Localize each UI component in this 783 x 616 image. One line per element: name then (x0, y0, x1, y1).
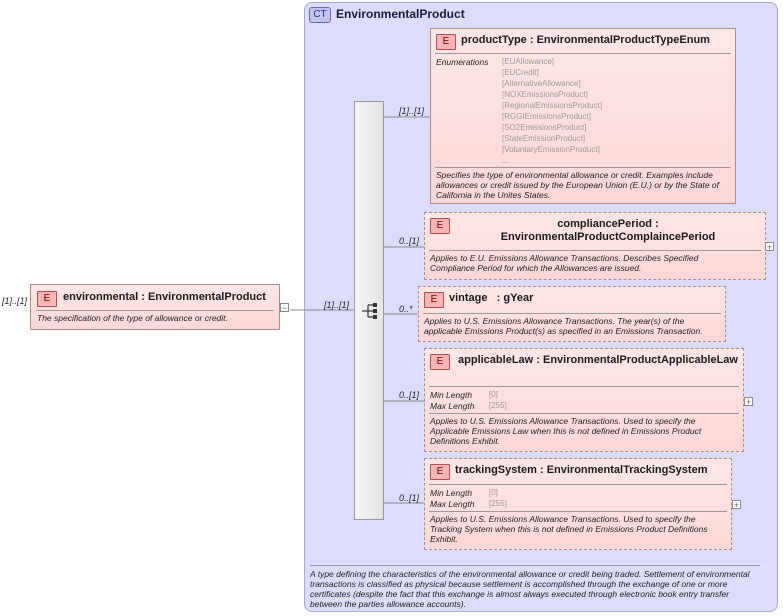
separator (423, 313, 721, 314)
sequence-icon (362, 303, 377, 319)
root-element-doc: The specification of the type of allowan… (37, 313, 228, 323)
sequence-cardinality: [1]..[1] (324, 300, 350, 310)
enum-value: [EUCredit] (502, 68, 539, 77)
separator (429, 511, 727, 512)
applicable-law-expand-icon[interactable]: + (744, 397, 753, 407)
separator (435, 53, 731, 54)
product-type-element[interactable]: E productType : EnvironmentalProductType… (430, 28, 736, 204)
complex-type-title: EnvironmentalProduct (336, 7, 465, 21)
vintage-element[interactable]: E vintage : gYear Applies to U.S. Emissi… (418, 286, 726, 342)
compliance-period-element[interactable]: E compliancePeriod : EnvironmentalProduc… (424, 212, 766, 280)
enum-value: [EUAllowance] (502, 57, 555, 66)
element-badge: E (430, 218, 450, 234)
root-collapse-icon[interactable]: − (280, 303, 289, 313)
separator (435, 167, 731, 168)
enum-value: [NOXEmissionsProduct] (502, 90, 588, 99)
enum-value: [SO2EmissionsProduct] (502, 123, 587, 132)
vintage-doc: Applies to U.S. Emissions Allowance Tran… (424, 316, 703, 336)
compliance-period-expand-icon[interactable]: + (765, 242, 774, 252)
complex-type-badge: CT (309, 7, 331, 23)
tracking-system-expand-icon[interactable]: + (732, 500, 741, 510)
enum-value: [StateEmissionProduct] (502, 134, 586, 143)
applicable-law-element[interactable]: E applicableLaw : EnvironmentalProductAp… (424, 348, 744, 452)
tracking-system-doc: Applies to U.S. Emissions Allowance Tran… (430, 514, 708, 544)
applicable-law-doc: Applies to U.S. Emissions Allowance Tran… (430, 416, 702, 446)
enum-value: [AlternativeAllowance] (502, 79, 581, 88)
vintage-cardinality: 0..* (399, 304, 413, 314)
separator (36, 310, 274, 311)
max-length-label: Max Length (430, 499, 475, 509)
root-cardinality: [1]..[1] (2, 296, 28, 306)
product-type-doc: Specifies the type of environmental allo… (436, 170, 720, 200)
root-element-name: environmental : EnvironmentalProduct (63, 291, 266, 303)
applicable-law-cardinality: 0..[1] (399, 390, 420, 400)
complex-type-doc: A type defining the characteristics of t… (310, 565, 760, 609)
separator (429, 250, 761, 251)
element-badge: E (436, 34, 456, 50)
enum-value: ... (502, 156, 509, 165)
compliance-period-name: compliancePeriod : EnvironmentalProductC… (500, 218, 716, 243)
max-length-value: [255] (489, 401, 507, 410)
tracking-system-cardinality: 0..[1] (399, 493, 420, 503)
enum-value: [VoluntaryEmissionProduct] (502, 145, 600, 154)
min-length-label: Min Length (430, 390, 473, 400)
min-length-value: [0] (489, 488, 498, 497)
tracking-system-name: trackingSystem : EnvironmentalTrackingSy… (455, 464, 708, 476)
root-element-box[interactable]: E environmental : EnvironmentalProduct T… (30, 284, 280, 330)
separator (429, 386, 739, 387)
compliance-period-doc: Applies to E.U. Emissions Allowance Tran… (430, 253, 699, 273)
min-length-label: Min Length (430, 488, 473, 498)
tracking-system-element[interactable]: E trackingSystem : EnvironmentalTracking… (424, 458, 732, 550)
min-length-value: [0] (489, 390, 498, 399)
element-badge: E (424, 292, 444, 308)
max-length-label: Max Length (430, 401, 475, 411)
max-length-value: [255] (489, 499, 507, 508)
element-badge: E (430, 354, 450, 370)
enumerations-label: Enumerations (436, 57, 489, 67)
element-badge: E (430, 464, 450, 480)
separator (429, 413, 739, 414)
separator (429, 484, 727, 485)
product-type-cardinality: [1]..[1] (399, 106, 425, 116)
enum-value: [RGGIEmissionsProduct] (502, 112, 591, 121)
compliance-period-cardinality: 0..[1] (399, 236, 420, 246)
element-badge: E (37, 291, 57, 307)
vintage-name: vintage : gYear (449, 292, 534, 304)
enum-value: [RegionalEmissionsProduct] (502, 101, 603, 110)
product-type-name: productType : EnvironmentalProductTypeEn… (461, 34, 710, 46)
applicable-law-name: applicableLaw : EnvironmentalProductAppl… (458, 354, 738, 366)
